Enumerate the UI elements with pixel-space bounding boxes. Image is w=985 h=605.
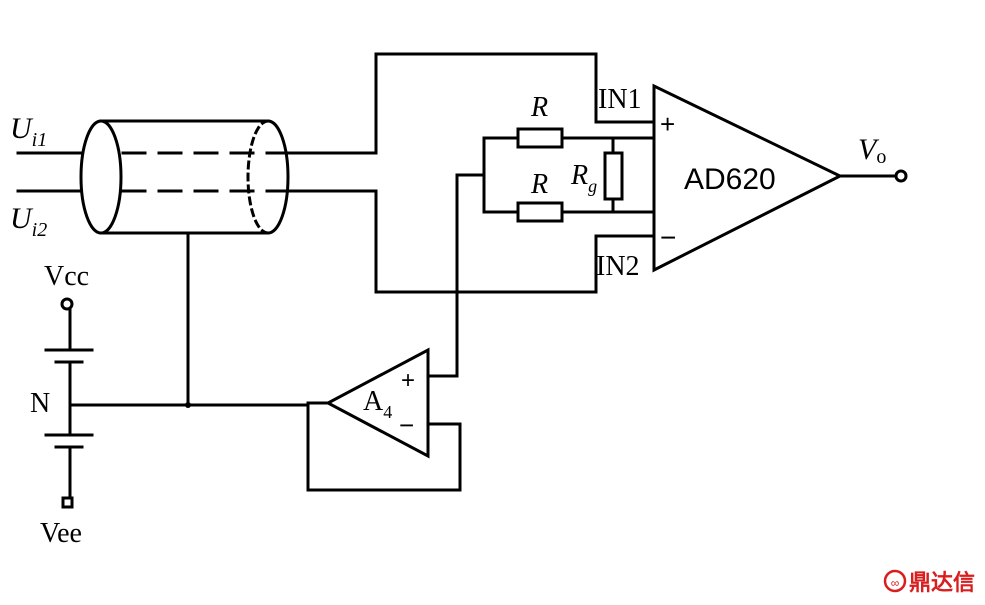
label-r-top: R bbox=[530, 92, 548, 123]
ad620-plus: + bbox=[660, 109, 675, 139]
label-rg: Rg bbox=[570, 160, 597, 196]
label-ad620: AD620 bbox=[684, 163, 776, 196]
shield-connection bbox=[68, 231, 310, 408]
label-vcc: Vcc bbox=[44, 261, 89, 292]
output-terminal bbox=[894, 169, 908, 183]
a4-minus: − bbox=[399, 410, 414, 440]
resistor-r-bottom bbox=[516, 201, 564, 223]
vcc-terminal bbox=[60, 297, 74, 311]
power-supply bbox=[44, 297, 94, 509]
shielded-cable bbox=[16, 119, 290, 235]
label-ui2: Ui2 bbox=[10, 202, 47, 241]
label-in1: IN1 bbox=[598, 84, 642, 115]
watermark-text: 鼎达信 bbox=[909, 570, 975, 595]
ad620-minus: − bbox=[660, 222, 676, 253]
label-r-bottom: R bbox=[530, 169, 548, 200]
a4-plus: + bbox=[401, 367, 415, 394]
ad620-amplifier bbox=[652, 83, 908, 273]
label-a4: A4 bbox=[363, 386, 392, 422]
watermark-logo: ∞ 鼎达信 bbox=[883, 569, 975, 595]
gain-network bbox=[428, 127, 656, 378]
watermark-icon bbox=[883, 569, 907, 593]
label-ui1: Ui1 bbox=[10, 112, 47, 151]
label-vee: Vee bbox=[40, 518, 82, 549]
label-vo: Vo bbox=[858, 133, 886, 168]
vee-terminal bbox=[61, 496, 74, 509]
input-wiring bbox=[284, 52, 656, 294]
resistor-r-top bbox=[516, 127, 564, 149]
label-in2: IN2 bbox=[596, 251, 640, 282]
resistor-rg bbox=[603, 151, 624, 201]
buffer-a4 bbox=[306, 347, 462, 492]
svg-text:∞: ∞ bbox=[891, 576, 900, 590]
label-node-n: N bbox=[30, 388, 50, 419]
